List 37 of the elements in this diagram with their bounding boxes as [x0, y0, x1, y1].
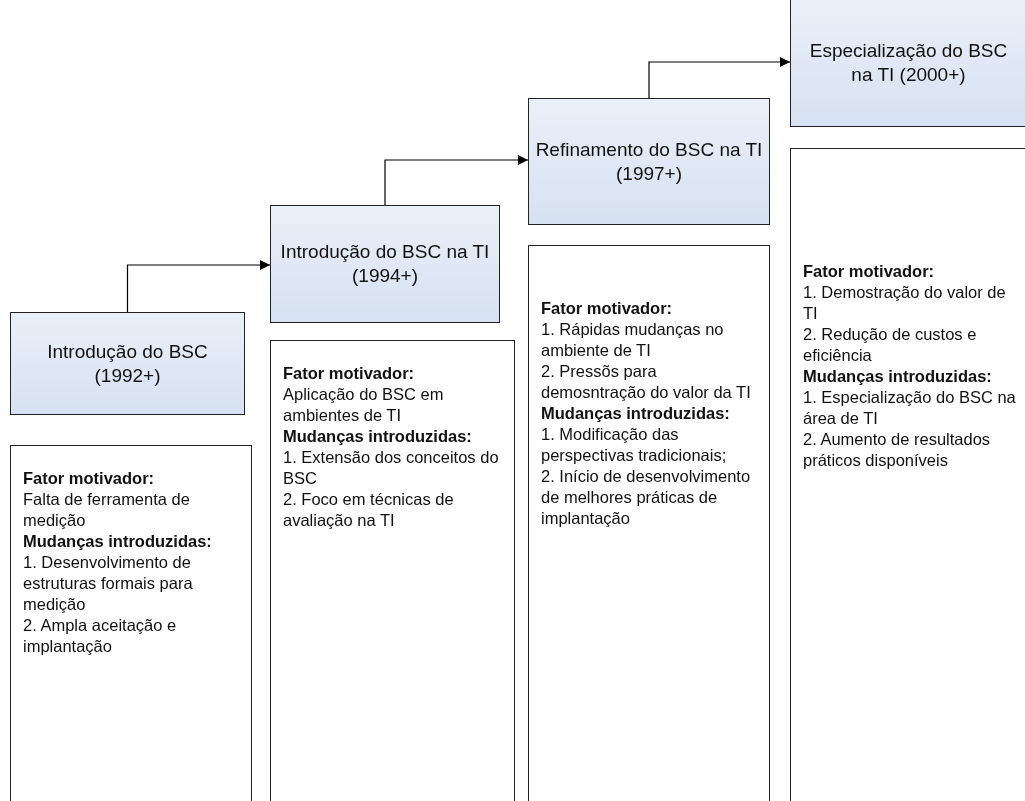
- stage-box: [528, 98, 770, 225]
- details-box: [790, 148, 1025, 801]
- item-text: 2. Redução de custos e eficiência: [803, 324, 978, 366]
- item-text: 1. Extensão dos conceitos do BSC: [283, 447, 500, 489]
- item-text: 2. Início de desenvolvimento de melhores práticas de implantação: [541, 466, 752, 529]
- item-text: 1. Especialização do BSC na área de TI: [803, 387, 1016, 429]
- section-heading: Fator motivador:: [541, 298, 674, 319]
- item-text: Aplicação do BSC em ambientes de TI: [283, 384, 445, 426]
- section-heading: Fator motivador:: [803, 261, 936, 282]
- stage-title: Especialização do BSC na TI (2000+): [808, 38, 1009, 87]
- stage-title: Introdução do BSC na TI (1994+): [279, 240, 491, 288]
- item-text: 1. Modificação das perspectivas tradicionais;: [541, 424, 728, 466]
- details-box: [528, 245, 770, 801]
- connector-arrow: [126, 260, 271, 313]
- item-text: 2. Aumento de resultados práticos disponíveis: [803, 429, 992, 471]
- item-text: 2. Foco em técnicas de avaliação na TI: [283, 489, 455, 531]
- item-text: Falta de ferramenta de medição: [23, 489, 191, 531]
- section-heading: Fator motivador:: [23, 468, 156, 489]
- item-text: 1. Demostração do valor de TI: [803, 282, 1007, 324]
- section-heading: Fator motivador:: [283, 363, 416, 384]
- details-box: [270, 340, 515, 801]
- stage-box: [270, 205, 500, 323]
- section-heading: Mudanças introduzidas:: [803, 366, 993, 387]
- stage-box: [790, 0, 1025, 127]
- stage-box: [10, 312, 245, 415]
- details-box: [10, 445, 252, 801]
- item-text: 1. Rápidas mudanças no ambiente de TI: [541, 319, 725, 361]
- section-heading: Mudanças introduzidas:: [283, 426, 473, 447]
- section-heading: Mudanças introduzidas:: [23, 531, 213, 552]
- item-text: 2. Ampla aceitação e implantação: [23, 615, 178, 657]
- stage-title: Introdução do BSC (1992+): [46, 339, 209, 388]
- stage-title: Refinamento do BSC na TI (1997+): [535, 137, 763, 186]
- section-heading: Mudanças introduzidas:: [541, 403, 731, 424]
- item-text: 1. Desenvolvimento de estruturas formais para medição: [23, 552, 194, 615]
- connector-arrow: [384, 155, 529, 206]
- item-text: 2. Pressõs para demosntração do valor da TI: [541, 361, 752, 403]
- connector-arrow: [648, 57, 791, 99]
